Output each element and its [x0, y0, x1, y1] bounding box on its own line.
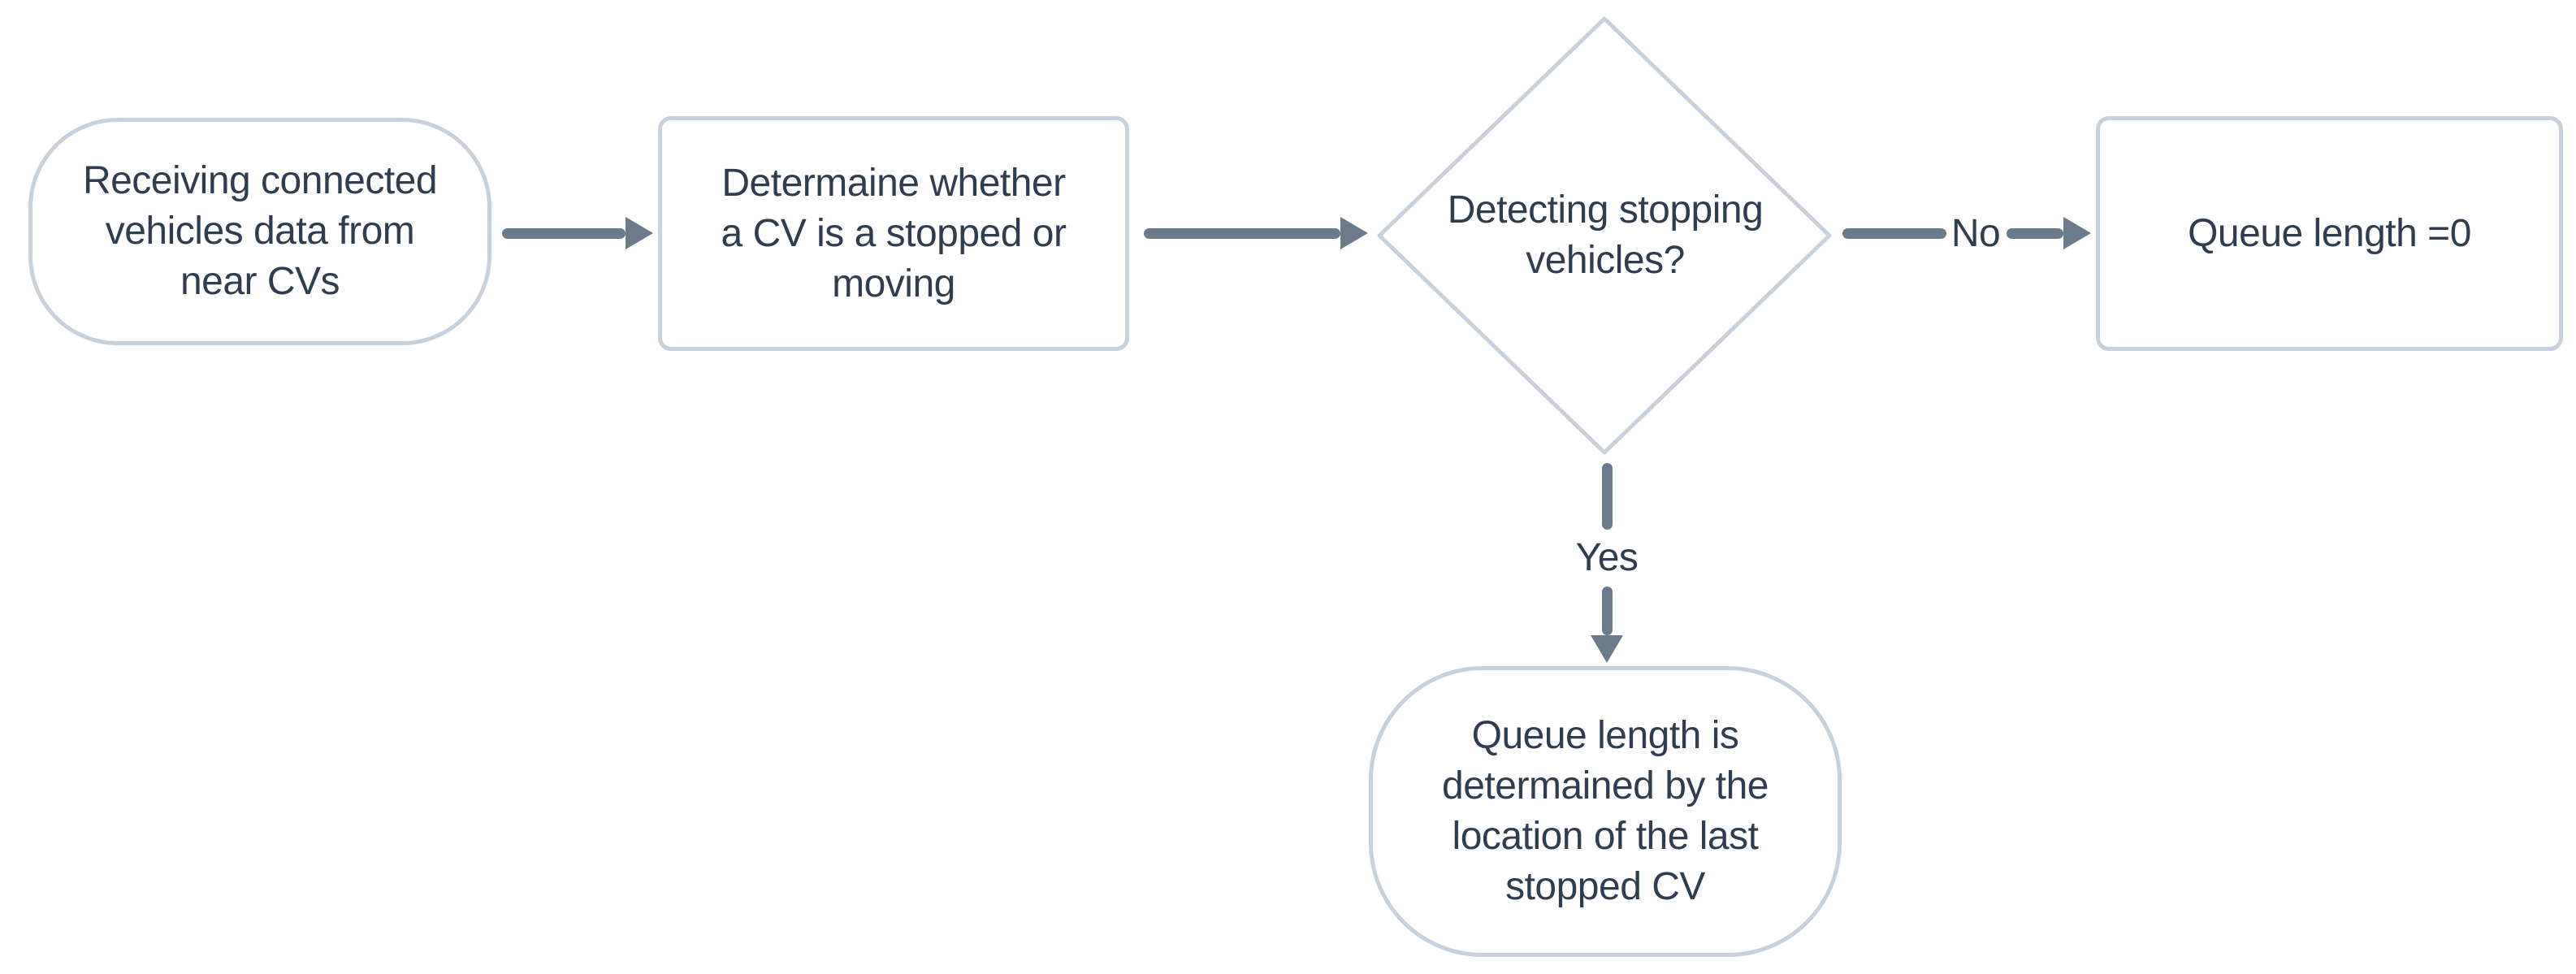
node-decision-diamond	[1377, 16, 1832, 455]
node-queue-zero-label: Queue length =0	[2188, 211, 2471, 255]
arrowhead-right-icon	[2063, 217, 2091, 249]
node-queue-last-cv-terminator: Queue length is determained by the locat…	[1369, 666, 1842, 957]
connector-no-line-left	[1842, 228, 1946, 239]
node-decision-label-wrap: Detecting stopping vehicles?	[1379, 19, 1831, 452]
node-determine-label: Determaine whether a CV is a stopped or …	[721, 161, 1067, 305]
node-decision-label: Detecting stopping vehicles?	[1447, 188, 1764, 282]
connector-yes-line-bottom	[1602, 587, 1613, 635]
connector-yes-line-top	[1602, 463, 1613, 530]
node-determine-process: Determaine whether a CV is a stopped or …	[658, 116, 1129, 351]
node-queue-last-cv-label: Queue length is determained by the locat…	[1442, 714, 1769, 908]
node-queue-zero-process: Queue length =0	[2096, 116, 2563, 351]
connector-no-line-right	[2007, 228, 2063, 239]
diamond-shape	[1377, 16, 1832, 455]
node-start-label: Receiving connected vehicles data from n…	[82, 159, 438, 303]
edge-label-no: No	[1950, 211, 2001, 255]
edge-label-yes: Yes	[1575, 535, 1639, 579]
connector-start-determine-line	[502, 228, 626, 239]
node-start-terminator: Receiving connected vehicles data from n…	[28, 118, 491, 345]
arrowhead-right-icon	[1340, 217, 1368, 249]
arrowhead-down-icon	[1591, 635, 1623, 663]
connector-determine-decision-line	[1144, 228, 1340, 239]
arrowhead-right-icon	[626, 217, 653, 249]
